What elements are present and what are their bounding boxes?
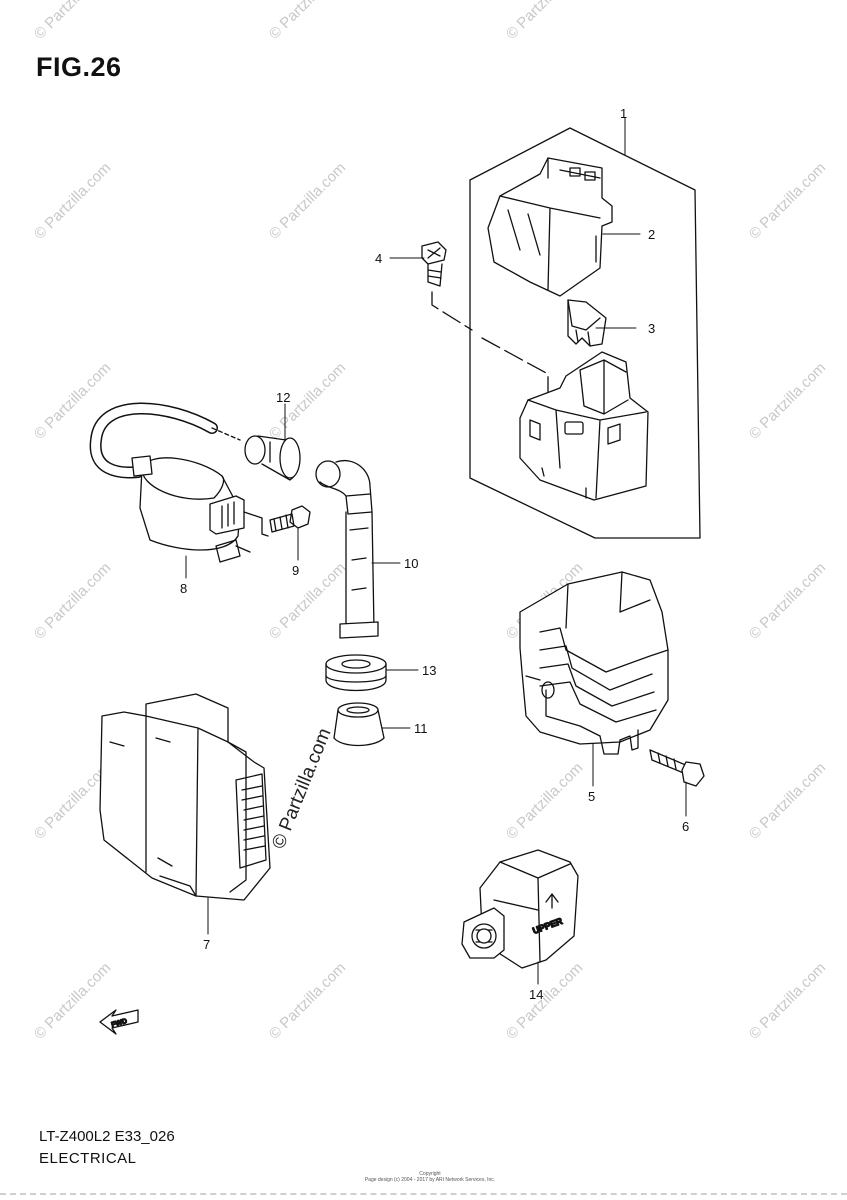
fit-line-relay <box>431 291 549 393</box>
watermark: © Partzilla.com <box>31 559 114 642</box>
starter-relay-assembly-frame <box>469 127 701 539</box>
callout-11: 11 <box>414 721 428 736</box>
tilt-sensor <box>461 849 579 969</box>
watermark: © Partzilla.com <box>746 359 829 442</box>
plug-cap-seal <box>244 435 301 481</box>
cap-boot <box>333 702 385 747</box>
watermark: © Partzilla.com <box>31 0 114 43</box>
callout-6: 6 <box>682 819 689 834</box>
callout-1: 1 <box>620 106 627 121</box>
callout-14: 14 <box>529 987 543 1002</box>
regulator-rectifier <box>519 571 669 755</box>
callout-12: 12 <box>276 390 290 405</box>
watermark: © Partzilla.com <box>746 759 829 842</box>
callout-7: 7 <box>203 937 210 952</box>
copyright-line: Page design (c) 2004 - 2017 by ARI Netwo… <box>364 1177 496 1183</box>
callout-4: 4 <box>375 251 382 266</box>
ecm-unit <box>99 693 271 901</box>
watermark: © Partzilla.com <box>746 159 829 242</box>
watermark: © Partzilla.com <box>266 0 349 43</box>
starter-relay <box>519 351 649 501</box>
callout-13: 13 <box>422 663 436 678</box>
watermark: © Partzilla.com <box>746 959 829 1042</box>
relay-cover <box>487 157 613 297</box>
watermark: © Partzilla.com <box>31 959 114 1042</box>
coil-bolt <box>269 505 311 533</box>
spark-plug-cap <box>315 460 379 639</box>
watermark: © Partzilla.com <box>266 559 349 642</box>
model-code: LT-Z400L2 E33_026 <box>39 1128 175 1145</box>
fuse <box>567 299 607 347</box>
watermark: © Partzilla.com <box>268 725 335 852</box>
watermark: © Partzilla.com <box>503 759 586 842</box>
watermark: © Partzilla.com <box>266 959 349 1042</box>
callout-9: 9 <box>292 563 299 578</box>
relay-screw <box>421 241 447 287</box>
page-bottom-border <box>0 1193 847 1195</box>
section-title: ELECTRICAL <box>39 1150 137 1167</box>
callout-5: 5 <box>588 789 595 804</box>
watermark: © Partzilla.com <box>503 959 586 1042</box>
forward-arrow-icon <box>99 1009 139 1035</box>
callout-10: 10 <box>404 556 418 571</box>
watermark: © Partzilla.com <box>746 559 829 642</box>
watermark: © Partzilla.com <box>31 159 114 242</box>
regulator-bolt <box>649 749 705 787</box>
leader-lines <box>185 117 687 985</box>
callout-8: 8 <box>180 581 187 596</box>
watermark: © Partzilla.com <box>266 159 349 242</box>
grommet <box>325 654 387 692</box>
callout-2: 2 <box>648 227 655 242</box>
ignition-coil-assembly <box>89 402 269 563</box>
figure-title: FIG.26 <box>36 52 122 82</box>
watermark: © Partzilla.com <box>503 0 586 43</box>
copyright-line: Copyright <box>419 1171 441 1177</box>
callout-3: 3 <box>648 321 655 336</box>
copyright-note: Copyright Page design (c) 2004 - 2017 by… <box>330 1171 530 1183</box>
